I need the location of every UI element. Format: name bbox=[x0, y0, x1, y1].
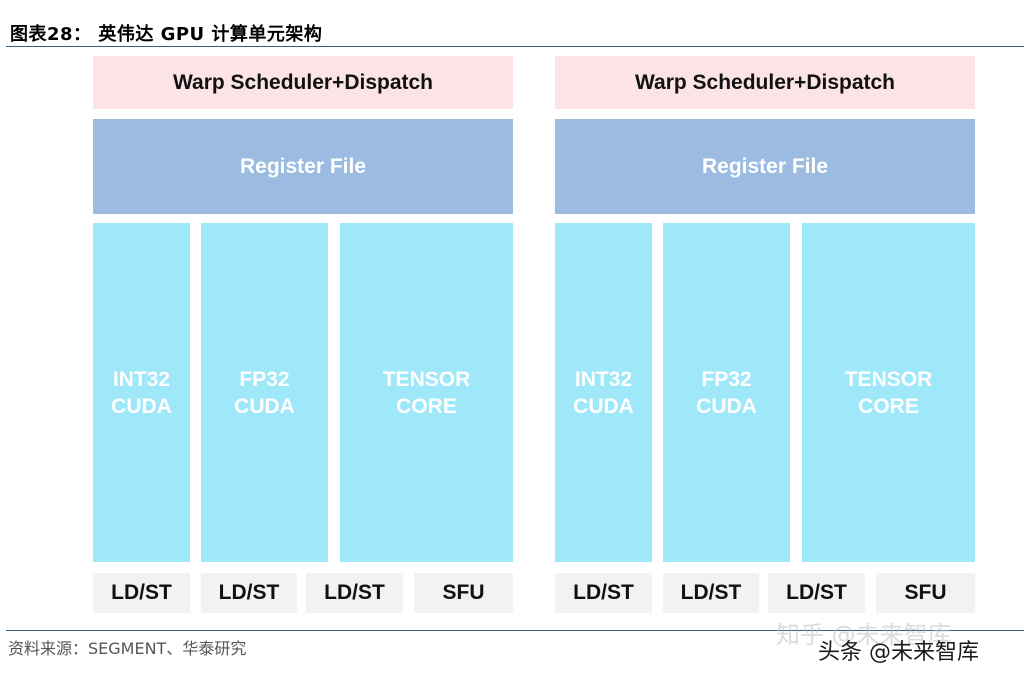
fp32-cuda-unit: FP32 CUDA bbox=[201, 223, 328, 562]
figure-title: 图表28： 英伟达 GPU 计算单元架构 bbox=[10, 24, 323, 45]
ldst-cell: LD/ST bbox=[768, 573, 865, 613]
unit-label-line1: TENSOR bbox=[844, 367, 933, 391]
unit-label-line1: FP32 bbox=[239, 367, 290, 391]
bottom-divider bbox=[6, 630, 1024, 631]
unit-label-line2: CUDA bbox=[234, 394, 295, 418]
unit-label-line2: CORE bbox=[396, 394, 457, 418]
int32-cuda-unit: INT32 CUDA bbox=[93, 223, 190, 562]
sm-block-right: Warp Scheduler+Dispatch Register File IN… bbox=[555, 56, 975, 614]
tensor-core-unit: TENSOR CORE bbox=[802, 223, 975, 562]
unit-label-line1: TENSOR bbox=[382, 367, 471, 391]
unit-label-line1: INT32 bbox=[574, 367, 633, 391]
ldst-cell: LD/ST bbox=[93, 573, 190, 613]
sfu-cell: SFU bbox=[414, 573, 513, 613]
unit-label-line1: INT32 bbox=[112, 367, 171, 391]
source-note: 资料来源：SEGMENT、华泰研究 bbox=[8, 639, 247, 658]
unit-label-line2: CUDA bbox=[573, 394, 634, 418]
ldst-cell: LD/ST bbox=[663, 573, 759, 613]
register-file-box: Register File bbox=[93, 119, 513, 214]
unit-label-line2: CUDA bbox=[696, 394, 757, 418]
ldst-cell: LD/ST bbox=[555, 573, 652, 613]
unit-label-line2: CUDA bbox=[111, 394, 172, 418]
sfu-cell: SFU bbox=[876, 573, 975, 613]
sm-block-left: Warp Scheduler+Dispatch Register File IN… bbox=[93, 56, 513, 614]
tensor-core-unit: TENSOR CORE bbox=[340, 223, 513, 562]
unit-label-line2: CORE bbox=[858, 394, 919, 418]
ldst-cell: LD/ST bbox=[201, 573, 297, 613]
warp-scheduler-box: Warp Scheduler+Dispatch bbox=[93, 56, 513, 109]
ldst-cell: LD/ST bbox=[306, 573, 403, 613]
unit-label-line1: FP32 bbox=[701, 367, 752, 391]
int32-cuda-unit: INT32 CUDA bbox=[555, 223, 652, 562]
register-file-box: Register File bbox=[555, 119, 975, 214]
warp-scheduler-box: Warp Scheduler+Dispatch bbox=[555, 56, 975, 109]
watermark-zhihu: 知乎 @未来智库 bbox=[776, 621, 952, 649]
watermark-toutiao: 头条 @未来智库 bbox=[818, 640, 979, 665]
top-divider bbox=[6, 46, 1024, 47]
fp32-cuda-unit: FP32 CUDA bbox=[663, 223, 790, 562]
